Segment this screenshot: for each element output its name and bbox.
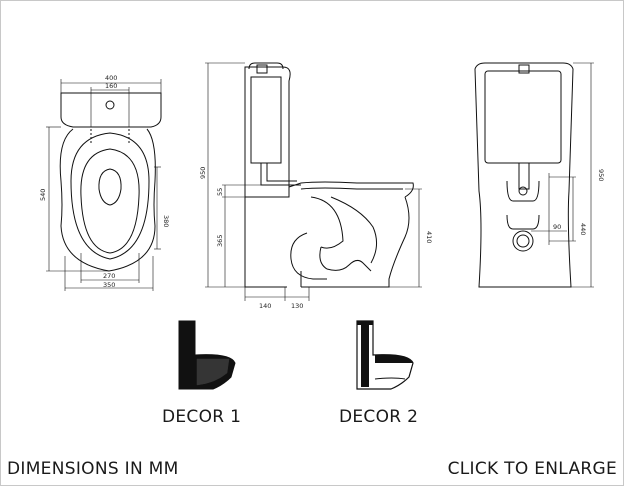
decor-2-caption: DECOR 2: [339, 407, 419, 427]
side-base-depth-2-label: 130: [291, 302, 303, 310]
units-note: DIMENSIONS IN MM: [7, 459, 179, 479]
rear-inlet-height-label: 440: [579, 223, 587, 235]
decor-1-silhouette: [178, 320, 236, 390]
plan-hole-spacing-label: 160: [105, 82, 117, 90]
plan-overall-length-label: 540: [39, 189, 47, 201]
side-view: [205, 62, 422, 301]
plan-view: [46, 79, 162, 291]
rear-offset-label: 90: [553, 223, 561, 231]
side-height-total-label: 950: [199, 167, 207, 179]
decor-2-silhouette: [356, 320, 414, 390]
side-base-depth-1-label: 140: [259, 302, 271, 310]
rear-height-total-label: 950: [597, 169, 605, 181]
decor-1-caption: DECOR 1: [162, 407, 242, 427]
plan-seat-length-label: 380: [162, 215, 170, 227]
plan-inner-width-label: 270: [103, 272, 115, 280]
plan-overall-width-label: 400: [105, 74, 117, 82]
enlarge-link[interactable]: CLICK TO ENLARGE: [447, 459, 617, 479]
side-inlet-height-label: 55: [216, 188, 224, 196]
side-outlet-height-label: 365: [216, 235, 224, 247]
rear-view: [474, 62, 594, 288]
plan-base-width-label: 350: [103, 281, 115, 289]
side-bowl-height-label: 410: [425, 231, 433, 243]
